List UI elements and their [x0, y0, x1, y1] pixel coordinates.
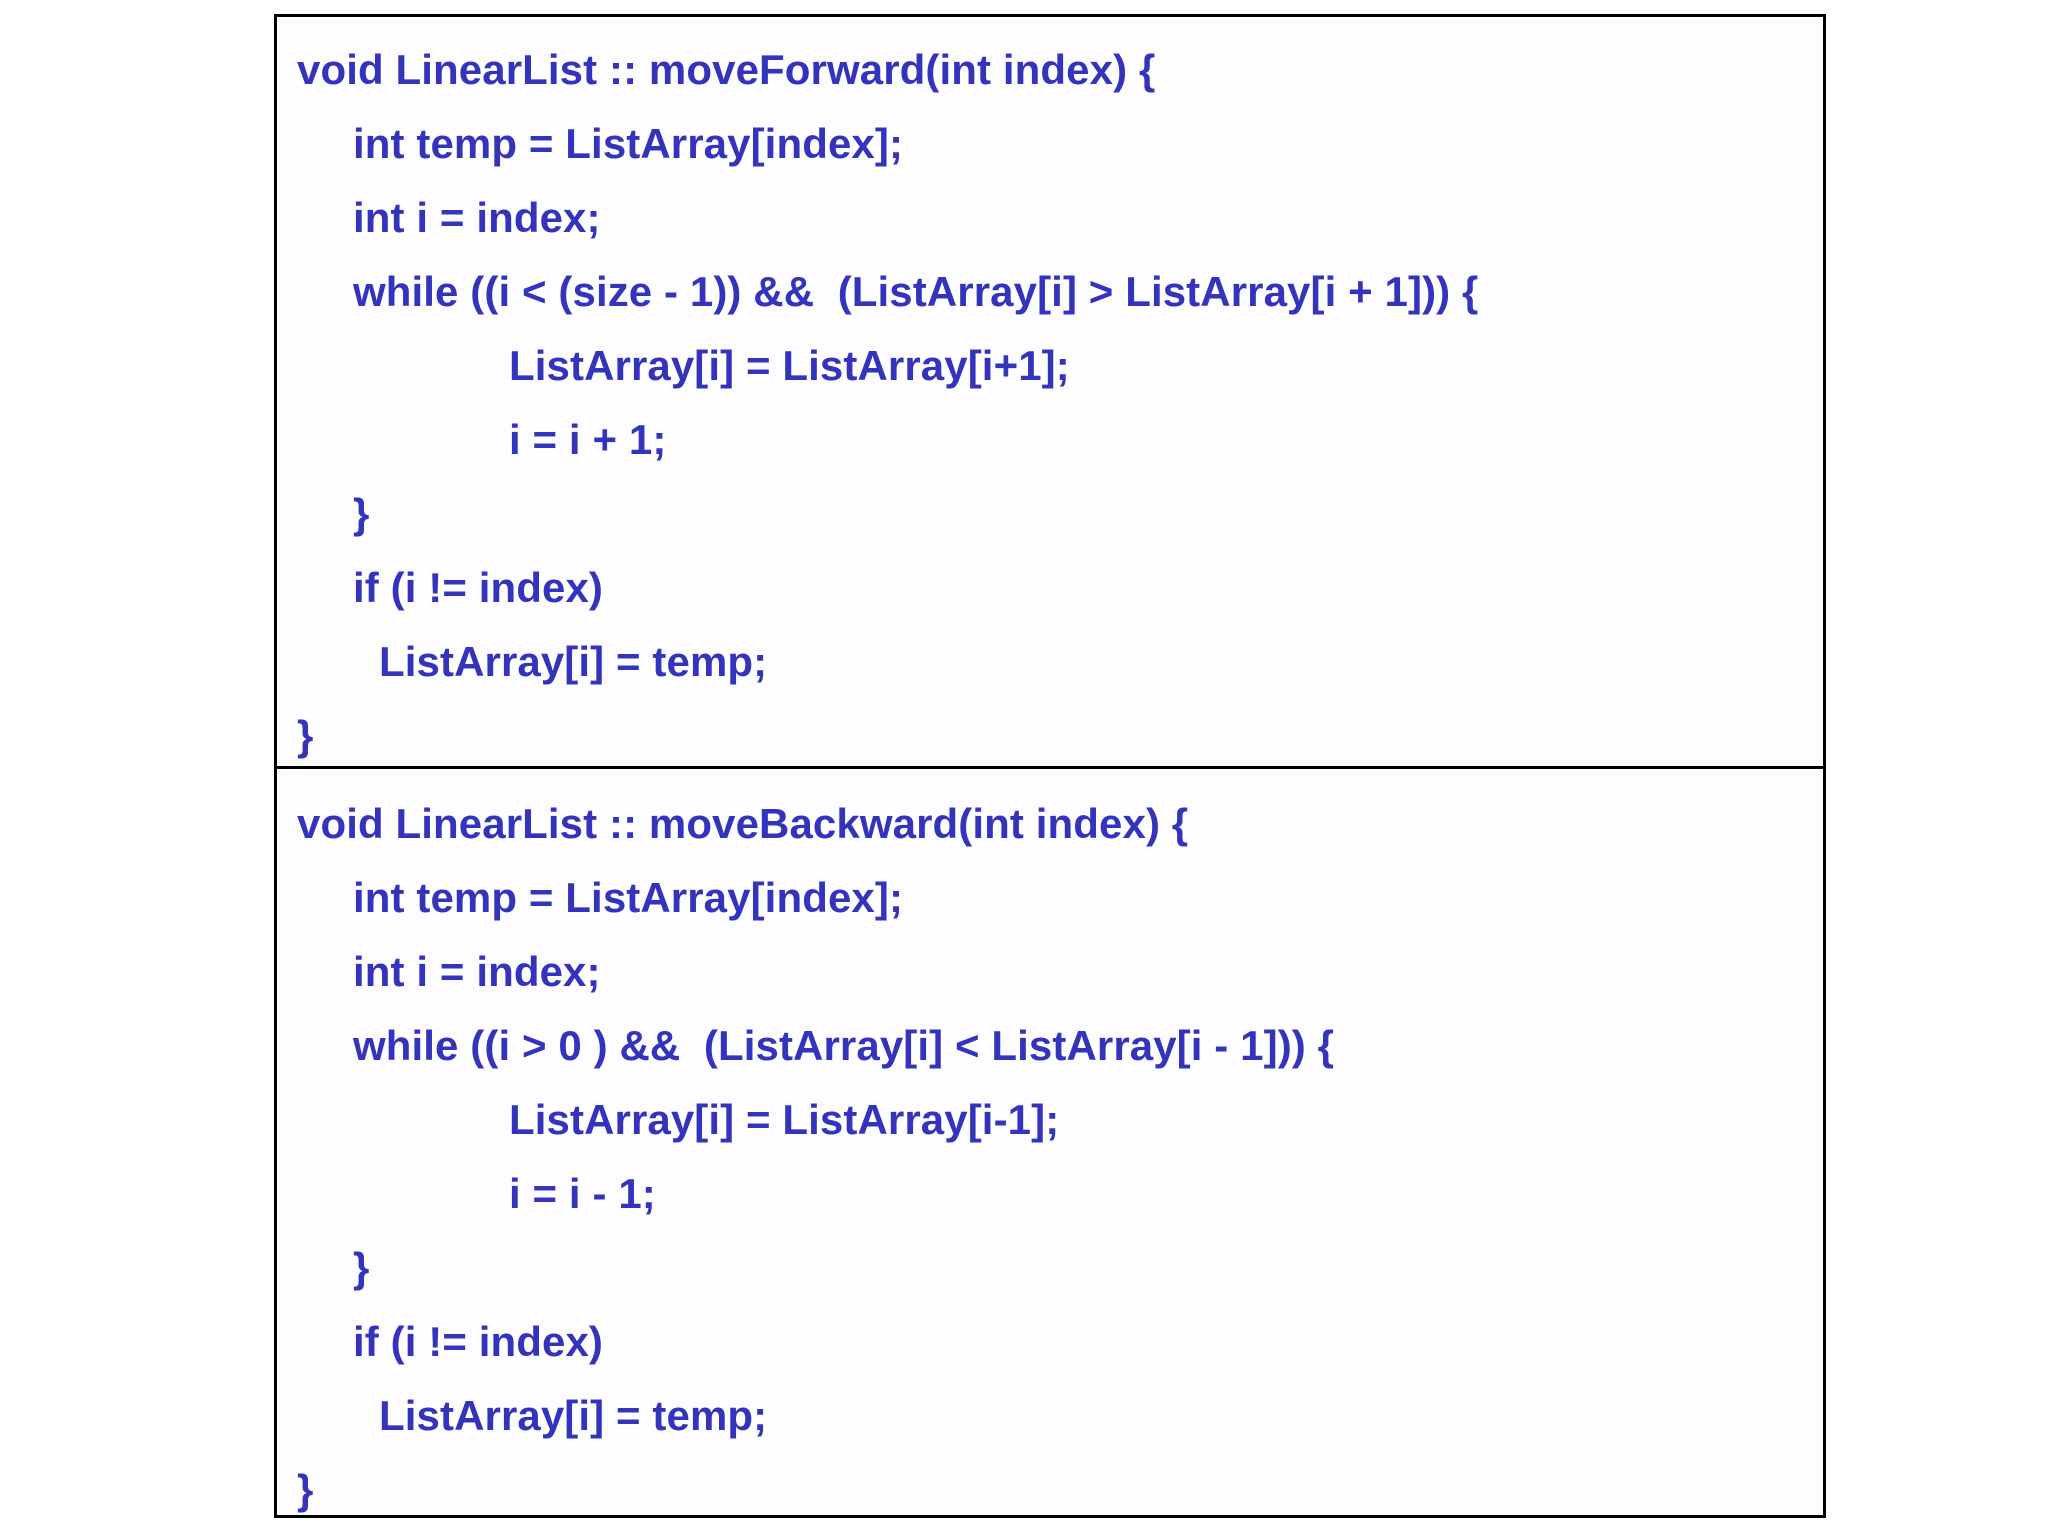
- code-line: int i = index;: [353, 948, 601, 995]
- code-line: }: [353, 1244, 370, 1291]
- code-frame: void LinearList :: moveForward(int index…: [274, 14, 1826, 1518]
- code-line: }: [353, 490, 370, 537]
- code-line: if (i != index): [353, 1318, 604, 1365]
- code-panel-move-forward: void LinearList :: moveForward(int index…: [277, 17, 1823, 769]
- code-panel-move-backward: void LinearList :: moveBackward(int inde…: [277, 769, 1823, 1515]
- code-line: i = i - 1;: [509, 1170, 656, 1217]
- code-line: int temp = ListArray[index];: [353, 874, 904, 921]
- code-line: }: [297, 1466, 314, 1513]
- code-line: void LinearList :: moveBackward(int inde…: [297, 800, 1189, 847]
- code-line: int temp = ListArray[index];: [353, 120, 904, 167]
- code-line: if (i != index): [353, 564, 604, 611]
- code-line: ListArray[i] = ListArray[i-1];: [509, 1096, 1060, 1143]
- code-line: ListArray[i] = temp;: [379, 1392, 768, 1439]
- code-line: while ((i < (size - 1)) && (ListArray[i]…: [353, 268, 1479, 315]
- code-line: void LinearList :: moveForward(int index…: [297, 46, 1156, 93]
- code-line: i = i + 1;: [509, 416, 667, 463]
- code-line: ListArray[i] = temp;: [379, 638, 768, 685]
- code-line: ListArray[i] = ListArray[i+1];: [509, 342, 1070, 389]
- code-line: }: [297, 712, 314, 759]
- code-line: int i = index;: [353, 194, 601, 241]
- code-line: while ((i > 0 ) && (ListArray[i] < ListA…: [353, 1022, 1335, 1069]
